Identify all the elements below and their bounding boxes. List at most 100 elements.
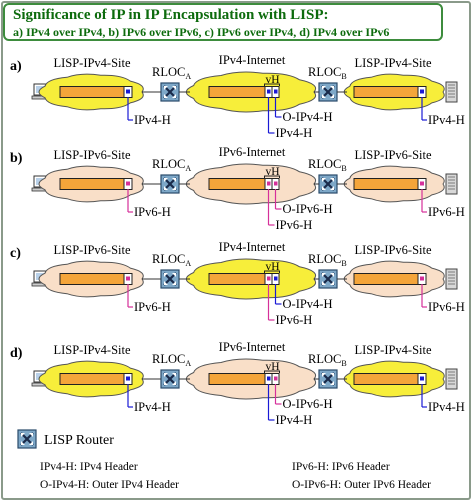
packet-payload [353,373,427,385]
packet-header-dot [420,376,424,381]
packet-header-dot [420,276,424,281]
rloc-b-label: RLOCB [308,65,347,81]
right-inner-header-label: IPv6-H [428,300,465,314]
left-inner-header-label: IPv4-H [134,113,171,127]
lisp-router-a-icon [160,269,180,289]
outer-header-label: O-IPv6-H [283,397,333,411]
packet-header-dot [126,89,130,94]
legend-definition-ipv4: IPv4-H: IPv4 Header [40,461,138,473]
diagram-title: Significance of IP in IP Encapsulation w… [13,7,329,23]
router-arrowhead [330,178,334,182]
right-inner-header-label: IPv4-H [428,400,465,414]
left-site-label: LISP-IPv6-Site [53,243,131,257]
outer-header-dot [274,376,278,381]
rloc-a-subscript: A [185,72,191,81]
lisp-router-a-icon [160,369,180,389]
router-arrowhead [21,441,25,445]
rloc-a-label: RLOCA [152,65,191,81]
outer-header-dot [274,276,278,281]
packet-header-dot [126,376,130,381]
right-packet [353,273,427,285]
core-encapsulated-packet [208,373,280,385]
router-arrowhead [172,373,176,377]
router-arrowhead [164,186,168,190]
inner-header-dot [267,181,271,186]
server-tower [445,268,458,290]
packet-payload [59,373,133,385]
outer-header-label: O-IPv6-H [283,202,333,216]
router-arrowhead [164,281,168,285]
left-inner-header-label: IPv6-H [134,300,171,314]
router-arrowhead [21,433,25,437]
inner-header-dot [267,376,271,381]
title-box: Significance of IP in IP Encapsulation w… [3,3,443,41]
router-arrowhead [164,86,168,90]
packet-payload [59,273,133,285]
right-site-label: LISP-IPv6-Site [354,148,432,162]
left-packet [59,373,133,385]
left-site-label: LISP-IPv6-Site [53,148,131,162]
packet-payload [353,178,427,190]
left-packet [59,273,133,285]
destination-server-icon [445,268,458,290]
core-inner-header-label: IPv4-H [276,413,313,427]
router-arrowhead [172,94,176,98]
core-encapsulated-packet [208,273,280,285]
rloc-a-subscript: A [185,164,191,173]
scenario-label: c) [10,246,21,261]
router-arrowhead [322,94,326,98]
lisp-router-a-icon [160,174,180,194]
router-arrowhead [330,273,334,277]
rloc-b-label: RLOCB [308,252,347,268]
packet-header-dot [126,181,130,186]
core-network-label: IPv6-Internet [219,340,286,354]
router-arrowhead [330,86,334,90]
router-arrowhead [330,186,334,190]
router-arrowhead [330,373,334,377]
outer-header-label: O-IPv4-H [283,110,333,124]
router-arrowhead [322,86,326,90]
packet-header-dot [126,276,130,281]
scenario-label: b) [10,151,23,166]
core-encapsulated-packet [208,178,280,190]
lisp-router-b-icon [318,174,338,194]
router-arrowhead [322,381,326,385]
rloc-b-subscript: B [341,259,346,268]
outer-header-dot [274,181,278,186]
core-encapsulated-packet [208,86,280,98]
vh-bracket [264,270,280,273]
core-inner-header-label: IPv6-H [276,313,313,327]
router-arrowhead [164,94,168,98]
right-site-label: LISP-IPv4-Site [354,56,432,70]
outer-header-label: O-IPv4-H [283,297,333,311]
router-arrowhead [330,94,334,98]
left-packet [59,86,133,98]
lisp-router-b-icon [318,369,338,389]
packet-payload [353,273,427,285]
vh-bracket [264,370,280,373]
router-arrowhead [164,381,168,385]
right-inner-header-label: IPv6-H [428,205,465,219]
router-arrowhead [322,273,326,277]
vh-bracket [264,83,280,86]
diagram-subtitle: a) IPv4 over IPv4, b) IPv6 over IPv6, c)… [13,25,390,39]
server-tower [445,81,458,103]
router-arrowhead [330,281,334,285]
legend-router-icon [17,429,37,449]
outer-header-dot [274,89,278,94]
core-inner-header-label: IPv4-H [276,126,313,140]
router-arrowhead [29,433,33,437]
scenario-label: a) [10,59,22,74]
vh-bracket [264,175,280,178]
packet-header-dot [420,89,424,94]
rloc-a-subscript: A [185,359,191,368]
rloc-a-label: RLOCA [152,252,191,268]
rloc-b-label: RLOCB [308,352,347,368]
legend-definition-ipv6: IPv6-H: IPv6 Header [292,461,390,473]
